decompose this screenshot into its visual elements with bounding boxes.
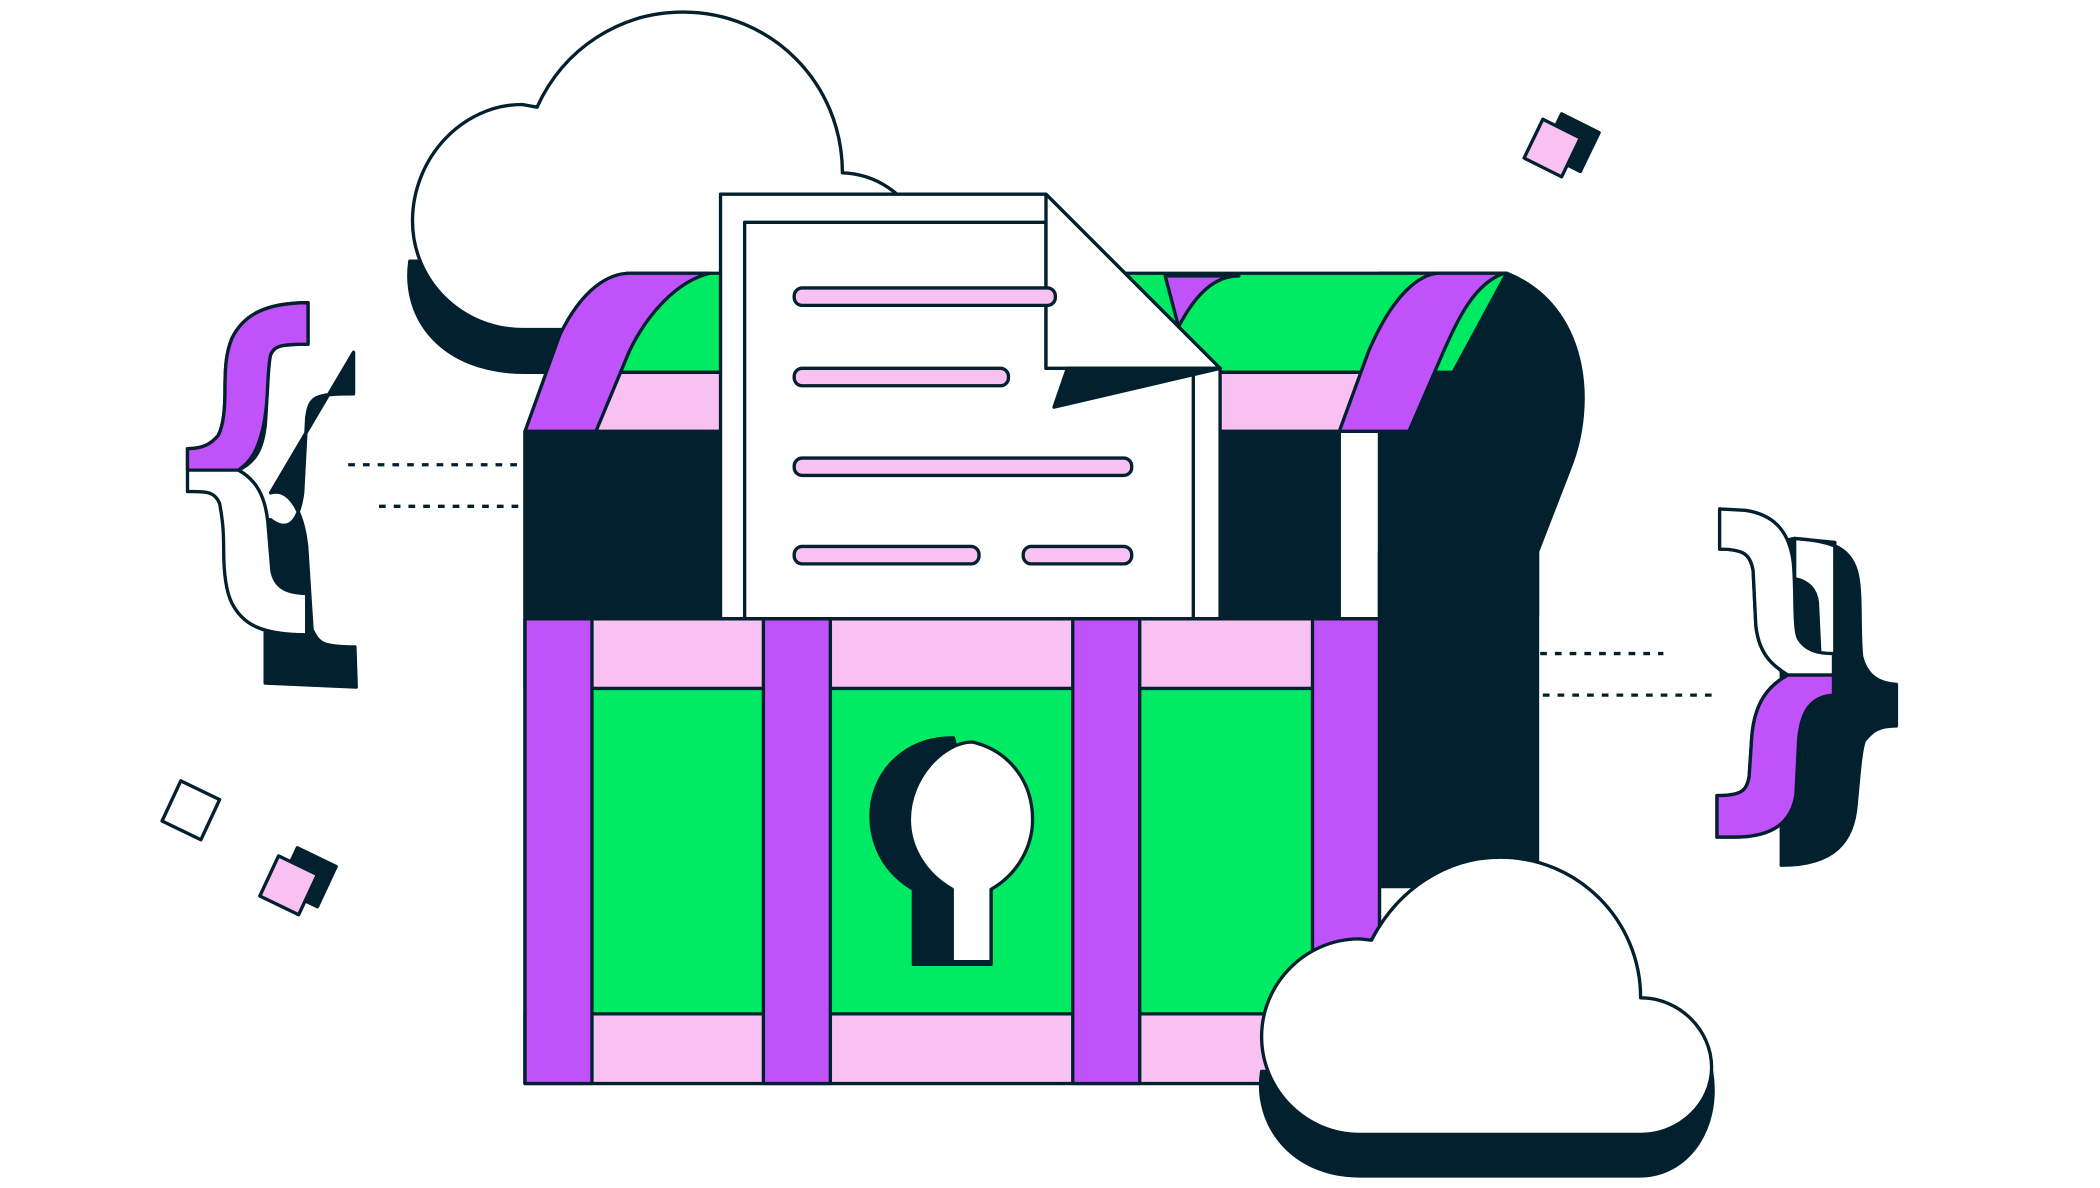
chest-strap — [761, 617, 833, 1086]
keyhole-icon — [869, 736, 1035, 966]
chest-strap — [1071, 617, 1142, 1086]
left-curly-brace-icon — [185, 301, 358, 689]
document-line — [792, 456, 1134, 478]
connector-lines-right — [1540, 651, 1720, 697]
sparkle-square-icon — [1522, 112, 1601, 179]
sparkle-square-icon — [160, 779, 222, 842]
front-cloud-icon — [1258, 855, 1715, 1178]
document-line — [1021, 544, 1134, 566]
sparkle-square-icon — [258, 846, 338, 917]
document-icon — [718, 192, 1222, 621]
document-line — [792, 286, 1058, 308]
document-line — [792, 544, 981, 566]
chest-strap — [523, 617, 594, 1086]
connector-lines-left — [348, 463, 619, 508]
document-line — [792, 366, 1011, 388]
right-curly-brace-icon — [1715, 507, 1899, 867]
